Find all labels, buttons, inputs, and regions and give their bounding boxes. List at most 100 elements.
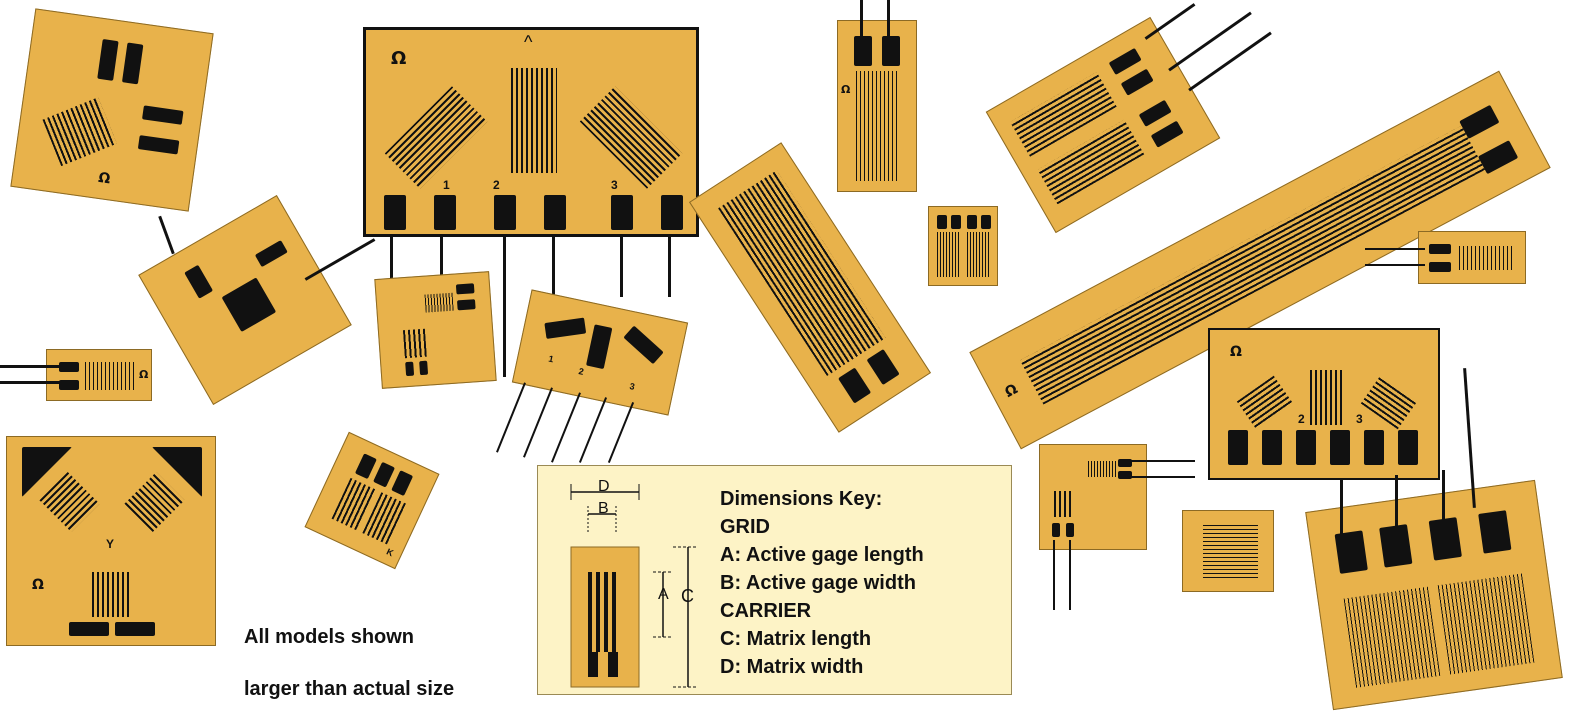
- gage-pad: [184, 264, 214, 299]
- double-gage-small: K: [304, 431, 440, 570]
- gage-pad: [1429, 244, 1451, 254]
- gage-grid: [579, 86, 683, 189]
- gage-pad: [854, 36, 872, 66]
- gage-pad: [586, 324, 613, 370]
- gage-pad: [419, 360, 429, 376]
- lead-wire: [158, 215, 175, 255]
- gage-pad: [391, 470, 414, 497]
- gage-pad: [544, 195, 566, 230]
- gage-pad: [142, 105, 184, 125]
- lead-wire: [607, 401, 635, 464]
- gage-pad: [623, 325, 664, 365]
- lead-wire: [1053, 540, 1055, 610]
- lead-wire: [1188, 31, 1272, 92]
- lead-wire: [503, 237, 506, 377]
- gage-pad: [1477, 140, 1519, 175]
- gage-grid: [424, 292, 454, 313]
- gage-pad: [661, 195, 683, 230]
- large-double-gage: [1305, 479, 1563, 711]
- gage-pad: [455, 283, 475, 295]
- key-a: A: Active gage length: [720, 544, 924, 566]
- k-label: K: [384, 546, 396, 559]
- gage-pad: [59, 380, 79, 390]
- key-grid-heading: GRID: [720, 516, 770, 538]
- gage-pad: [434, 195, 456, 230]
- key-title: Dimensions Key:: [720, 488, 883, 510]
- lead-wire: [860, 0, 863, 40]
- small-square-gage: [374, 271, 497, 389]
- grid-number-3: 3: [628, 381, 636, 392]
- gage-grid: [1360, 375, 1418, 430]
- gage-grid: [85, 362, 135, 390]
- grid-number-1: 1: [547, 353, 555, 365]
- gage-pad: [405, 361, 415, 377]
- right-rosette-gage: Ω 2 3: [1208, 328, 1440, 480]
- gage-pad: [981, 215, 991, 229]
- vertical-gage: Ω: [837, 20, 917, 192]
- key-carrier-heading: CARRIER: [720, 600, 812, 622]
- gage-pad: [1429, 262, 1451, 272]
- gage-pad: [882, 36, 900, 66]
- small-linear-gage-right: [1418, 231, 1526, 284]
- gage-pad: [115, 622, 155, 636]
- gage-grid: [1203, 523, 1258, 578]
- key-c: C: Matrix length: [720, 628, 872, 650]
- gage-pad: [69, 622, 109, 636]
- gage-pad: [121, 42, 144, 85]
- small-linear-gage-left: Ω: [46, 349, 152, 401]
- grid-number-1: 1: [443, 178, 450, 192]
- gage-pad: [838, 367, 872, 404]
- omega-logo-icon: Ω: [32, 577, 44, 593]
- diagonal-gage: [138, 195, 352, 405]
- omega-logo-icon: Ω: [139, 368, 149, 381]
- grid-number-2: 2: [493, 178, 500, 192]
- grid-number-3: 3: [611, 178, 618, 192]
- gage-pad: [951, 215, 961, 229]
- small-horizontal-gage: [1182, 510, 1274, 592]
- gage-grid: [1088, 461, 1116, 477]
- gage-pad: [611, 195, 633, 230]
- grid-number-2: 2: [1298, 412, 1305, 426]
- lead-wire: [1463, 368, 1476, 508]
- lead-wire: [1130, 476, 1195, 478]
- dim-d-label: D: [598, 478, 610, 495]
- dim-b-label: B: [598, 500, 609, 517]
- gage-grid: [92, 572, 130, 617]
- omega-logo-icon: Ω: [391, 48, 407, 69]
- gage-pad: [1364, 430, 1384, 465]
- gage-pad: [384, 195, 406, 230]
- gage-grid: [1054, 491, 1074, 517]
- caption-line-2: larger than actual size: [244, 678, 455, 700]
- gage-pad: [1118, 459, 1132, 467]
- lead-wire: [620, 237, 623, 297]
- gage-grid: [1236, 375, 1294, 430]
- gage-pad: [1118, 471, 1132, 479]
- gage-pad: [1398, 430, 1418, 465]
- small-double-gage: [928, 206, 998, 286]
- omega-logo-icon: Ω: [1002, 381, 1021, 401]
- dim-c-label: C: [681, 586, 694, 606]
- gage-grid: [967, 232, 991, 277]
- gage-grid: [937, 232, 961, 277]
- gage-pad: [967, 215, 977, 229]
- lead-wire: [523, 387, 553, 458]
- gage-pad: [137, 135, 180, 155]
- gage-pad: [937, 215, 947, 229]
- lead-wire: [1130, 460, 1195, 462]
- gage-pad: [1066, 523, 1074, 537]
- lead-wire: [1069, 540, 1071, 610]
- gage-grid: [1343, 586, 1441, 688]
- gage-pad: [456, 299, 476, 311]
- caption-line-1: All models shown: [244, 626, 415, 648]
- omega-logo-icon: Ω: [97, 169, 112, 188]
- gage-pad: [97, 39, 119, 81]
- gage-grid: [856, 71, 900, 181]
- gage-pad: [59, 362, 79, 372]
- lead-wire: [1442, 470, 1445, 520]
- key-b: B: Active gage width: [720, 572, 916, 594]
- dim-a-label: A: [658, 586, 669, 603]
- gage-pad: [221, 277, 277, 333]
- lead-wire: [668, 237, 671, 297]
- gage-pad: [1262, 430, 1282, 465]
- rosette-gage-rotated: Ω: [10, 8, 214, 212]
